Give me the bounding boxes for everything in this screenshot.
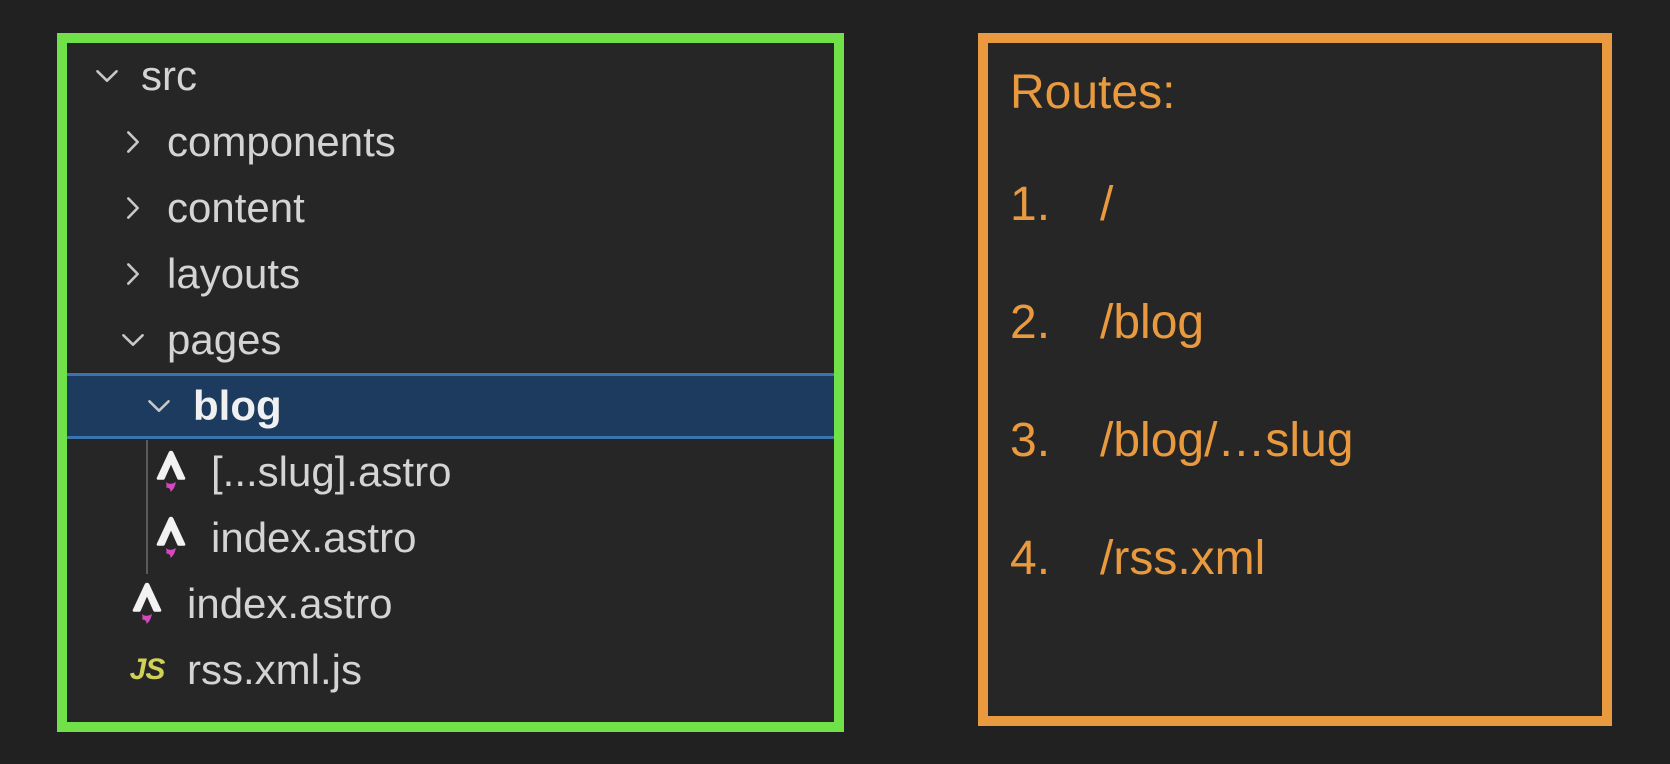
tree-item-label: blog	[193, 382, 282, 429]
route-path: /blog	[1100, 296, 1205, 349]
tree-item-label: layouts	[167, 250, 301, 297]
tree-item-layouts[interactable]: layouts	[67, 241, 834, 307]
tree-item-label: index.astro	[187, 580, 393, 627]
folder-collapse-toggle	[115, 191, 151, 225]
routes-title: Routes:	[1010, 66, 1176, 119]
tree-item-index-astro[interactable]: index.astro	[67, 505, 834, 571]
tree-item-components[interactable]: components	[67, 109, 834, 175]
routes-panel: Routes: 1. / 2. /blog 3. /blog/…slug 4. /rss.xm…	[978, 33, 1612, 726]
tree-item-src[interactable]: src	[67, 43, 834, 109]
indent-guide-line	[146, 440, 148, 574]
route-item-3: 3. /blog/…slug	[1010, 412, 1602, 470]
route-path: /blog/…slug	[1100, 414, 1354, 467]
route-path: /	[1100, 178, 1114, 231]
js-icon: JS	[129, 653, 166, 686]
tree-item-label: [...slug].astro	[211, 448, 452, 495]
astro-icon	[156, 450, 186, 492]
tree-item-index-astro[interactable]: index.astro	[67, 571, 834, 637]
chevron-right-icon[interactable]	[116, 125, 150, 159]
chevron-down-icon[interactable]	[116, 323, 150, 357]
file-icon-slot: JS	[129, 653, 166, 687]
file-icon-slot	[153, 449, 189, 495]
astro-icon	[156, 516, 186, 558]
chevron-down-icon[interactable]	[142, 389, 176, 423]
astro-icon	[132, 582, 162, 624]
route-item-4: 4. /rss.xml	[1010, 530, 1602, 588]
file-tree: src components content layouts pages blog [...…	[67, 43, 834, 703]
route-number: 2.	[1010, 296, 1051, 349]
routes-list: 1. / 2. /blog 3. /blog/…slug 4. /rss.xml	[1010, 176, 1602, 588]
chevron-right-icon[interactable]	[116, 191, 150, 225]
tree-item-label: rss.xml.js	[187, 646, 362, 693]
route-number: 1.	[1010, 178, 1051, 231]
file-explorer-panel: src components content layouts pages blog [...…	[57, 33, 844, 732]
tree-item-label: src	[141, 52, 197, 99]
tree-item-label: components	[167, 118, 396, 165]
chevron-down-icon[interactable]	[90, 59, 124, 93]
file-icon-slot	[129, 581, 165, 627]
tree-item-pages[interactable]: pages	[67, 307, 834, 373]
folder-expand-toggle	[141, 389, 177, 423]
route-item-1: 1. /	[1010, 176, 1602, 234]
tree-item-label: index.astro	[211, 514, 417, 561]
file-icon-slot	[153, 515, 189, 561]
folder-collapse-toggle	[115, 125, 151, 159]
tree-item-label: pages	[167, 316, 282, 363]
route-number: 3.	[1010, 414, 1051, 467]
chevron-right-icon[interactable]	[116, 257, 150, 291]
folder-expand-toggle	[115, 323, 151, 357]
folder-expand-toggle	[89, 59, 125, 93]
route-item-2: 2. /blog	[1010, 294, 1602, 352]
tree-item-rss-xml-js[interactable]: JS rss.xml.js	[67, 637, 834, 703]
folder-collapse-toggle	[115, 257, 151, 291]
route-path: /rss.xml	[1100, 532, 1266, 585]
tree-item-slug-astro[interactable]: [...slug].astro	[67, 439, 834, 505]
route-number: 4.	[1010, 532, 1051, 585]
tree-item-content[interactable]: content	[67, 175, 834, 241]
tree-item-blog[interactable]: blog	[67, 373, 834, 439]
tree-item-label: content	[167, 184, 305, 231]
